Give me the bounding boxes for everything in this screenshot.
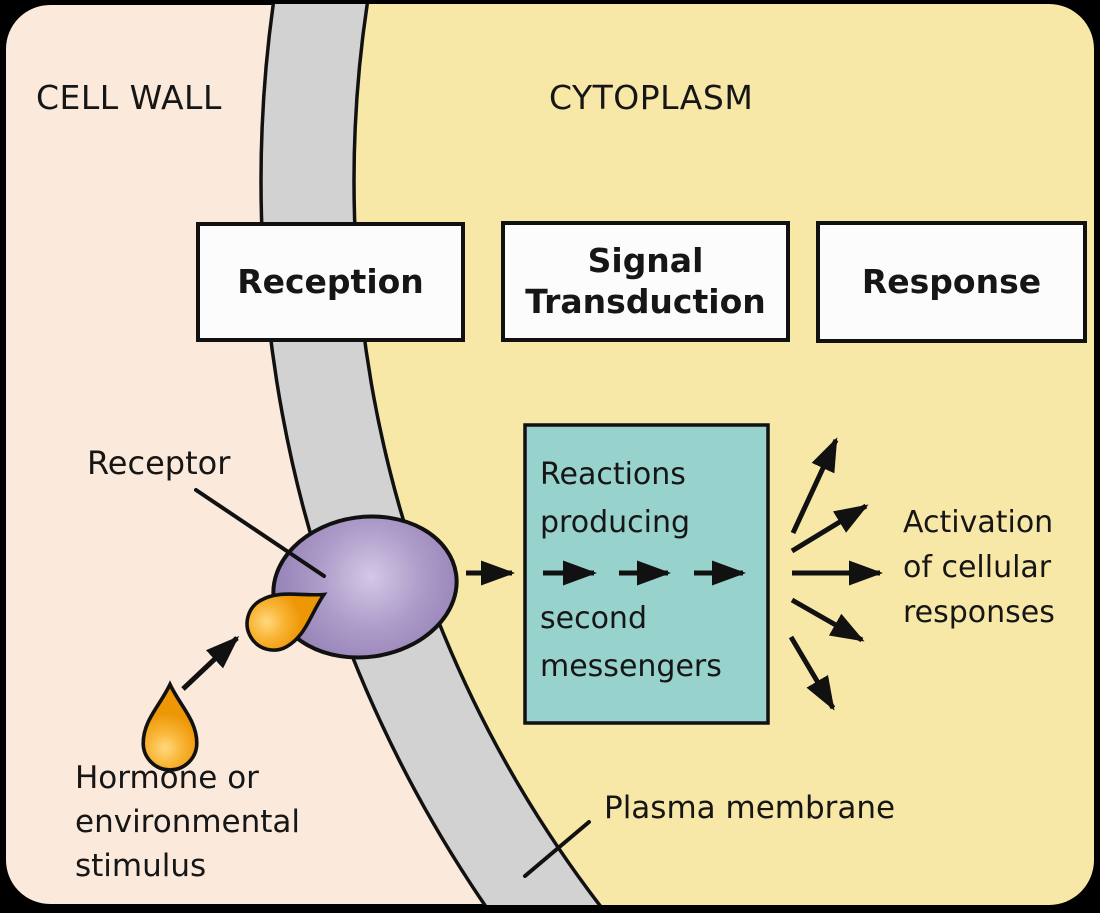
fan-arrow-1 xyxy=(790,437,839,535)
reaction-box-bottom-text: second messengers xyxy=(540,601,722,684)
plasma-membrane-pointer-line xyxy=(523,820,591,878)
fan-arrow-2 xyxy=(790,503,869,554)
fan-arrow-4 xyxy=(790,597,865,643)
activation-annotation: Activation of cellular responses xyxy=(903,505,1055,630)
hormone-annotation: Hormone or environmental stimulus xyxy=(75,760,301,884)
stage-box-reception-label: Reception xyxy=(237,261,424,301)
stimulus-arrow xyxy=(181,635,240,691)
membrane-inner-edge xyxy=(352,4,1094,905)
stage-box-response: Response xyxy=(818,223,1085,341)
cytoplasm-label: CYTOPLASM xyxy=(549,78,754,117)
receptor-pointer-line xyxy=(194,488,326,578)
reaction-box-top-text: Reactions producing xyxy=(540,457,691,540)
signal-transduction-box-rect xyxy=(501,221,790,342)
fan-arrow-5 xyxy=(788,635,836,711)
stage-box-signal-transduction-label: Signal Transduction xyxy=(525,241,766,321)
response-box-rect xyxy=(816,221,1087,343)
receptor-annotation: Receptor xyxy=(87,444,231,482)
stage-box-reception: Reception xyxy=(198,224,463,340)
cell-wall-label: CELL WALL xyxy=(36,78,222,117)
plasma-membrane-annotation: Plasma membrane xyxy=(604,790,896,826)
membrane-outer-edge xyxy=(259,4,1094,905)
plasma-membrane-band xyxy=(261,4,1094,905)
stage-box-response-label: Response xyxy=(861,261,1042,301)
cytoplasm-region xyxy=(354,4,1094,905)
stage-box-signal-transduction: Signal Transduction xyxy=(503,223,788,340)
reception-box-rect xyxy=(196,222,465,342)
